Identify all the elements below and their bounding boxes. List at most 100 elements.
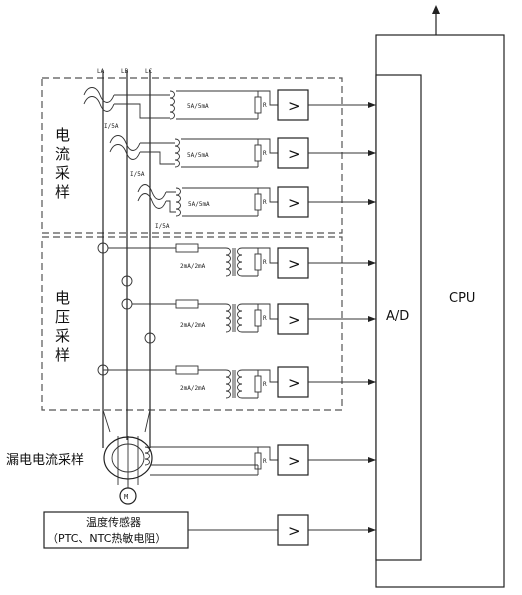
current-title-char: 样	[55, 183, 70, 201]
ct-leads	[140, 142, 175, 165]
voltage-title-char: 电	[55, 289, 70, 307]
amplifier-box	[277, 247, 309, 279]
tap-node	[144, 332, 156, 344]
current-sampling-title: 电 流 采 样	[55, 126, 70, 201]
ct-primary-coil	[83, 87, 115, 103]
motor-icon	[119, 487, 137, 505]
phase-label-c: LC	[145, 68, 153, 75]
amplifier-box	[277, 366, 309, 398]
ct-primary-coil	[137, 193, 167, 209]
signal-arrow	[368, 316, 376, 322]
amplifier-box	[277, 444, 309, 476]
temperature-sensor-type: （PTC、NTC热敏电阻）	[47, 531, 166, 545]
leakage-channel: 漏电电流采样 R >	[6, 409, 376, 485]
series-resistor	[175, 365, 199, 375]
phase-label-b: LB	[121, 68, 129, 75]
resistor-label: R	[263, 102, 267, 109]
current-sampling-region	[41, 77, 343, 234]
ct-primary-coil	[109, 144, 141, 160]
ct-leads	[166, 191, 176, 213]
amplifier-box	[277, 89, 309, 121]
ct-label: 5A/5mA	[188, 201, 210, 208]
vt-label: 2mA/2mA	[180, 385, 206, 392]
ct-ratio-label: I/5A	[130, 171, 145, 178]
burden-wires	[150, 446, 259, 469]
burden-resistor	[254, 452, 262, 470]
current-channel-b: I/5A 5A/5mA R >	[109, 135, 376, 178]
burden-resistor	[254, 96, 262, 114]
signal-arrow	[368, 260, 376, 266]
signal-arrow	[368, 379, 376, 385]
ct-label: 5A/5mA	[187, 103, 209, 110]
signal-arrow	[368, 527, 376, 533]
leakage-secondary-coil	[144, 446, 150, 466]
phase-label-a: LA	[97, 68, 105, 75]
resistor-label: R	[263, 259, 267, 266]
burden-resistor	[254, 144, 262, 162]
ct-leads	[114, 94, 170, 119]
vt-secondary-coil	[237, 303, 243, 333]
ad-label: A/D	[386, 309, 409, 324]
ct-ratio-label: I/5A	[104, 123, 119, 130]
vt-primary-coil	[225, 247, 231, 277]
amp-input-wire	[258, 90, 278, 106]
series-resistor	[175, 299, 199, 309]
amp-input-wire	[258, 187, 278, 203]
signal-arrow	[368, 102, 376, 108]
voltage-sampling-title: 电 压 采 样	[55, 289, 70, 364]
resistor-label: R	[263, 381, 267, 388]
voltage-channel-c: 2mA/2mA R >	[97, 332, 376, 399]
amplifier-symbol: >	[288, 452, 301, 470]
vt-label: 2mA/2mA	[180, 322, 206, 329]
amplifier-symbol: >	[288, 97, 301, 115]
current-title-char: 采	[55, 164, 70, 182]
amplifier-box	[277, 303, 309, 335]
voltage-title-char: 采	[55, 327, 70, 345]
signal-arrow	[368, 150, 376, 156]
burden-resistor	[254, 375, 262, 393]
amp-input-wire	[258, 247, 278, 264]
amplifier-symbol: >	[288, 255, 301, 273]
temperature-sensor-label: 温度传感器	[86, 515, 141, 529]
burden-wires	[242, 369, 259, 399]
cpu-label: CPU	[449, 291, 475, 306]
amp-input-wire	[258, 138, 278, 154]
voltage-title-char: 样	[55, 346, 70, 364]
resistor-label: R	[263, 458, 267, 465]
converging-wires	[102, 409, 151, 433]
resistor-label: R	[263, 199, 267, 206]
amp-input-wire	[258, 369, 278, 383]
vt-primary-coil	[225, 369, 231, 399]
burden-resistor	[254, 253, 262, 271]
amplifier-symbol: >	[288, 145, 301, 163]
ct-primary-coil	[109, 135, 141, 151]
burden-resistor	[254, 309, 262, 327]
amplifier-symbol: >	[288, 374, 301, 392]
current-channel-a: I/5A 5A/5mA R >	[83, 87, 376, 130]
voltage-channel-b: 2mA/2mA R >	[121, 298, 376, 335]
signal-arrow	[368, 199, 376, 205]
ct-label: 5A/5mA	[187, 152, 209, 159]
vt-primary-coil	[225, 303, 231, 333]
ct-secondary-coil	[169, 90, 175, 120]
leakage-label: 漏电电流采样	[6, 452, 84, 468]
motor-symbol: M	[124, 493, 128, 501]
resistor-label: R	[263, 315, 267, 322]
temperature-channel: 温度传感器 （PTC、NTC热敏电阻） >	[43, 511, 376, 549]
amplifier-symbol: >	[288, 194, 301, 212]
cpu-output-arrow	[432, 5, 440, 14]
burden-wires	[181, 138, 259, 168]
resistor-label: R	[263, 150, 267, 157]
amp-input-wire	[258, 303, 278, 320]
current-title-char: 流	[55, 145, 70, 163]
amplifier-box	[277, 137, 309, 169]
current-channel-c: I/5A 5A/5mA R >	[137, 184, 376, 230]
burden-wires	[242, 303, 259, 333]
tap-node	[97, 364, 109, 376]
burden-wires	[182, 187, 259, 217]
amplifier-symbol: >	[288, 522, 301, 540]
voltage-title-char: 压	[55, 308, 70, 326]
amplifier-symbol: >	[288, 311, 301, 329]
signal-arrow	[368, 457, 376, 463]
